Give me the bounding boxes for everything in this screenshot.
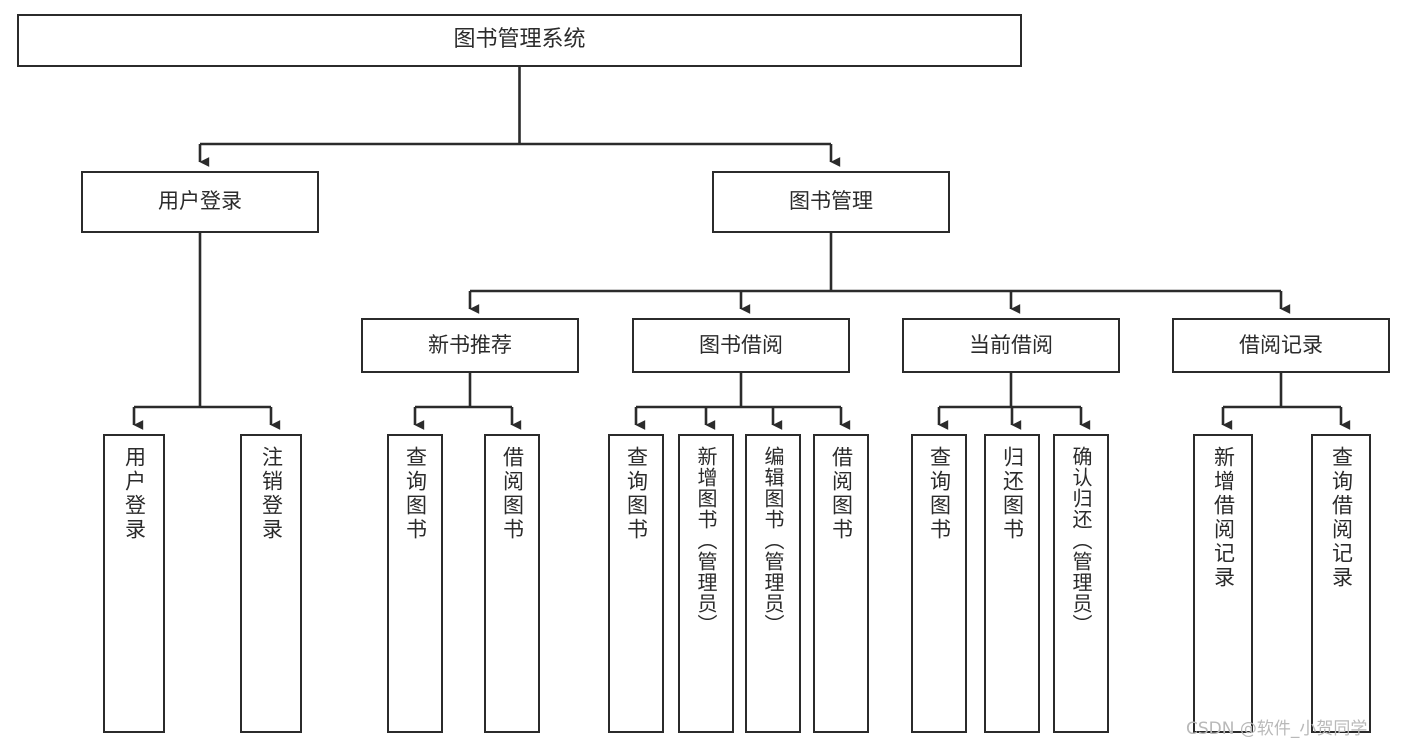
node-label: 新增图书（管理员） — [694, 446, 718, 635]
node-l-user-login[interactable]: 用户登录 — [103, 434, 165, 733]
node-l-nb-borrow[interactable]: 借阅图书 — [484, 434, 540, 733]
node-label: 用户登录 — [158, 189, 242, 214]
node-label: 新书推荐 — [428, 332, 512, 357]
node-label: 图书管理 — [789, 189, 873, 214]
node-label: 注销登录 — [259, 446, 284, 542]
node-n-login[interactable]: 用户登录 — [81, 171, 319, 233]
node-label: 借阅图书 — [829, 446, 854, 542]
node-l-nb-query[interactable]: 查询图书 — [387, 434, 443, 733]
node-label: 确认归还（管理员） — [1069, 446, 1093, 635]
node-label: 新增借阅记录 — [1211, 446, 1236, 590]
node-n-borrow[interactable]: 图书借阅 — [632, 318, 850, 373]
node-label: 当前借阅 — [969, 332, 1053, 357]
node-label: 归还图书 — [1000, 446, 1025, 542]
node-l-cur-query[interactable]: 查询图书 — [911, 434, 967, 733]
node-l-bw-query[interactable]: 查询图书 — [608, 434, 664, 733]
node-l-cur-return[interactable]: 归还图书 — [984, 434, 1040, 733]
node-l-rec-add[interactable]: 新增借阅记录 — [1193, 434, 1253, 733]
node-l-bw-edit[interactable]: 编辑图书（管理员） — [745, 434, 801, 733]
node-n-root[interactable]: 图书管理系统 — [17, 14, 1022, 67]
node-label: 用户登录 — [122, 446, 147, 542]
node-label: 查询图书 — [403, 446, 428, 542]
csdn-watermark: CSDN @软件_小贺同学 — [1186, 719, 1368, 739]
node-label: 借阅记录 — [1239, 332, 1323, 357]
node-n-newbook[interactable]: 新书推荐 — [361, 318, 579, 373]
node-label: 查询图书 — [624, 446, 649, 542]
node-label: 图书管理系统 — [453, 27, 586, 53]
node-l-cur-confirm[interactable]: 确认归还（管理员） — [1053, 434, 1109, 733]
node-label: 借阅图书 — [500, 446, 525, 542]
node-label: 编辑图书（管理员） — [761, 446, 785, 635]
node-l-bw-add[interactable]: 新增图书（管理员） — [678, 434, 734, 733]
node-n-record[interactable]: 借阅记录 — [1172, 318, 1390, 373]
node-label: 图书借阅 — [699, 332, 783, 357]
node-l-rec-query[interactable]: 查询借阅记录 — [1311, 434, 1371, 733]
node-l-user-logout[interactable]: 注销登录 — [240, 434, 302, 733]
node-label: 查询借阅记录 — [1329, 446, 1354, 590]
node-label: 查询图书 — [927, 446, 952, 542]
node-n-current[interactable]: 当前借阅 — [902, 318, 1120, 373]
node-l-bw-lend[interactable]: 借阅图书 — [813, 434, 869, 733]
node-n-bookmgmt[interactable]: 图书管理 — [712, 171, 950, 233]
